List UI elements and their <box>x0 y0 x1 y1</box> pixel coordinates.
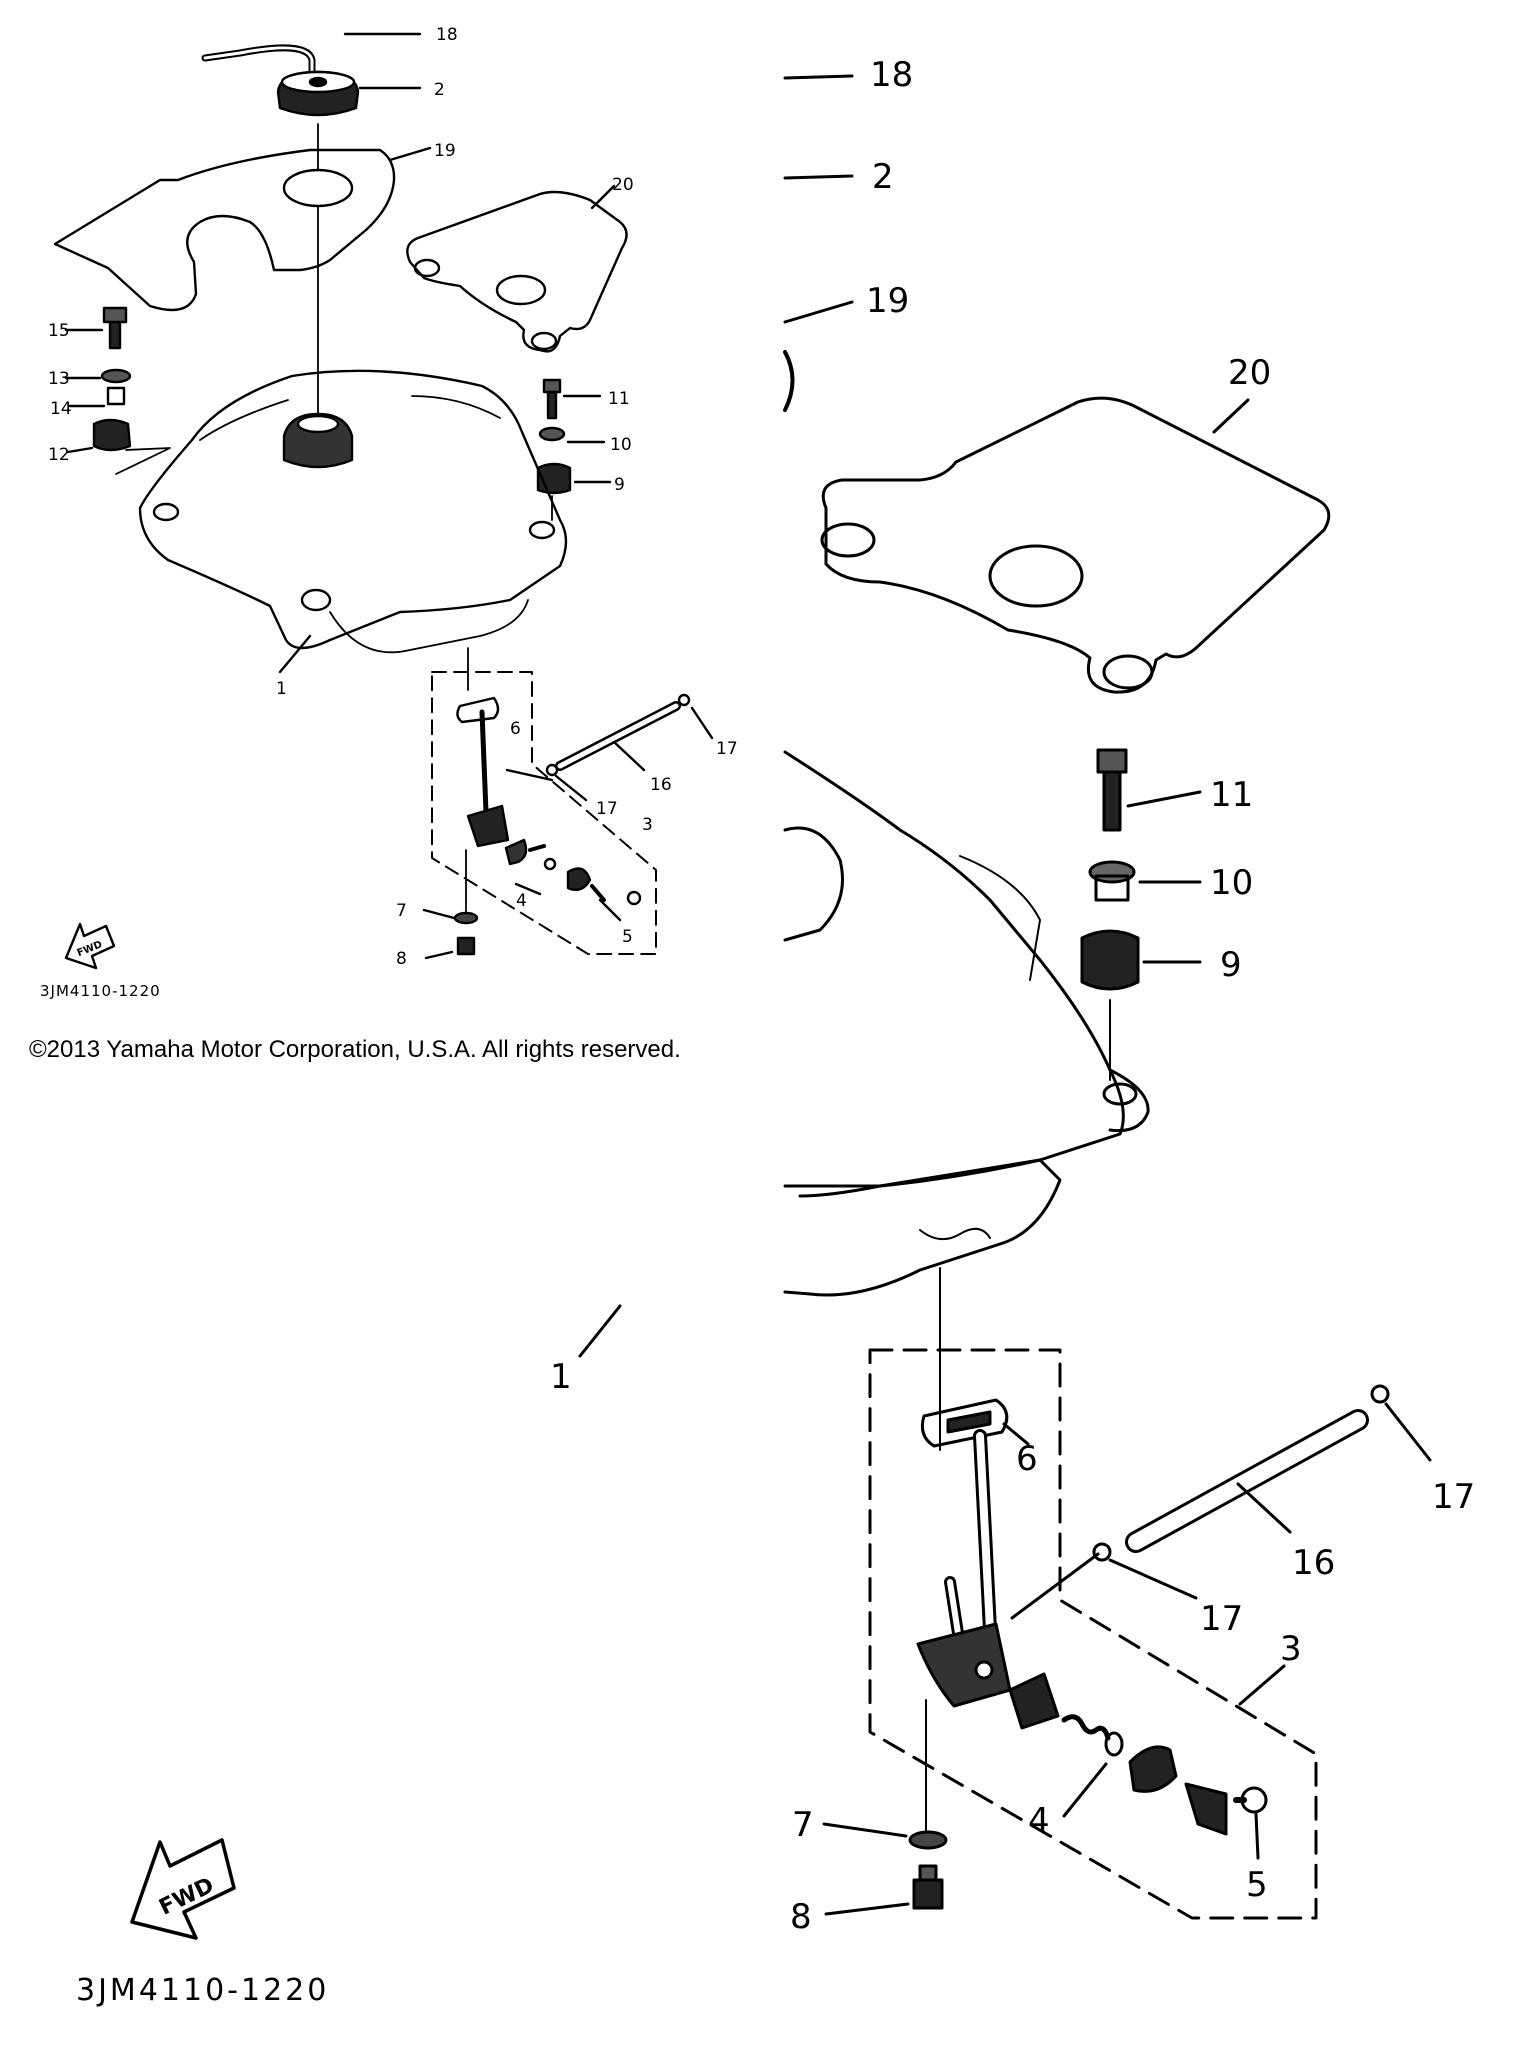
label-6-small: 6 <box>510 719 521 739</box>
label-1-small: 1 <box>276 679 287 699</box>
label-16-large: 16 <box>1292 1543 1335 1583</box>
label-17a-small: 17 <box>716 739 738 759</box>
label-17b-small: 17 <box>596 799 618 819</box>
fwd-label-small: FWD <box>76 939 104 959</box>
label-10-large: 10 <box>1210 863 1253 903</box>
label-7-large: 7 <box>792 1805 814 1845</box>
label-3-small: 3 <box>642 815 653 835</box>
label-19-small: 19 <box>434 141 456 161</box>
fuel-cock-assembly-3-large <box>868 1348 1318 1920</box>
fwd-arrow-small-icon <box>64 922 116 970</box>
label-20-large: 20 <box>1228 353 1271 393</box>
part-code-large: 3JM4110-1220 <box>76 1973 329 2008</box>
label-12-small: 12 <box>48 445 70 465</box>
label-11-small: 11 <box>608 389 630 409</box>
label-8-small: 8 <box>396 949 407 969</box>
label-4-large: 4 <box>1028 1801 1050 1841</box>
label-17b-large: 17 <box>1200 1599 1243 1639</box>
pad-19 <box>53 148 396 312</box>
part-code-small: 3JM4110-1220 <box>40 982 161 1000</box>
overview-labels: 18 2 19 20 15 13 14 12 11 10 9 1 6 17 16… <box>40 25 738 1000</box>
label-8-large: 8 <box>790 1897 812 1937</box>
fuel-tank-1 <box>138 369 568 654</box>
label-3-large: 3 <box>1280 1629 1302 1669</box>
label-2-large: 2 <box>872 157 894 197</box>
label-2-small: 2 <box>434 80 445 100</box>
label-15-small: 15 <box>48 321 70 341</box>
enlarged-labels: 18 2 19 20 11 10 9 1 6 17 16 17 3 4 5 7 … <box>76 55 1475 2008</box>
fwd-label-large: FWD <box>155 1873 218 1921</box>
label-9-small: 9 <box>614 475 625 495</box>
label-20-small: 20 <box>612 175 634 195</box>
label-14-small: 14 <box>50 399 72 419</box>
fuel-cock-assembly-3 <box>431 671 657 955</box>
overview-diagram <box>53 32 714 970</box>
label-7-small: 7 <box>396 901 407 921</box>
label-5-small: 5 <box>622 927 633 947</box>
label-18-large: 18 <box>870 55 913 95</box>
label-18-small: 18 <box>436 25 458 45</box>
label-16-small: 16 <box>650 775 672 795</box>
fuel-cap-2 <box>276 70 360 117</box>
label-11-large: 11 <box>1210 775 1253 815</box>
gasket-20 <box>406 190 628 353</box>
label-9-large: 9 <box>1220 945 1242 985</box>
label-5-large: 5 <box>1246 1865 1268 1905</box>
fwd-arrow-large-icon <box>130 1838 236 1940</box>
copyright-notice: ©2013 Yamaha Motor Corporation, U.S.A. A… <box>29 1036 681 1063</box>
label-17a-large: 17 <box>1432 1477 1475 1517</box>
label-6-large: 6 <box>1016 1439 1038 1479</box>
label-13-small: 13 <box>48 369 70 389</box>
label-10-small: 10 <box>610 435 632 455</box>
label-19-large: 19 <box>866 281 909 321</box>
label-4-small: 4 <box>516 891 527 911</box>
enlarged-diagram <box>130 74 1432 1940</box>
label-1-large: 1 <box>550 1357 572 1397</box>
gasket-20-large <box>821 396 1331 694</box>
